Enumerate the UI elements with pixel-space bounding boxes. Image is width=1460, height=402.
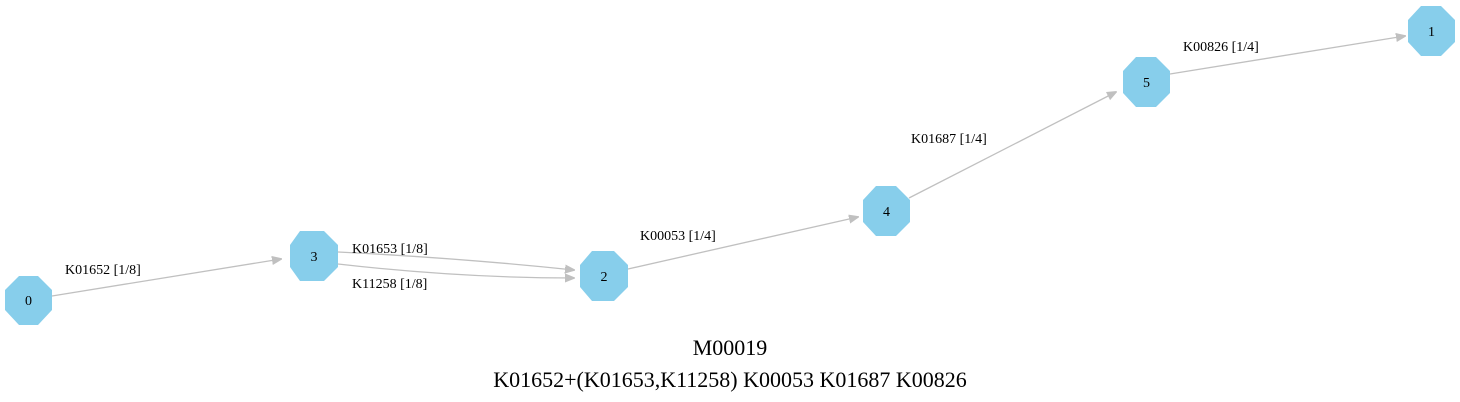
node-label-3: 3	[311, 250, 318, 265]
edge-label-5-1: K00826 [1/4]	[1183, 40, 1259, 55]
node-3: 3	[290, 231, 338, 281]
edge-label-4-5: K01687 [1/4]	[911, 132, 987, 147]
edge-label-2-4: K00053 [1/4]	[640, 229, 716, 244]
node-2: 2	[580, 251, 628, 301]
module-id: M00019	[692, 335, 768, 360]
edge-3-2-a	[337, 251, 574, 270]
node-label-2: 2	[601, 270, 608, 285]
node-label-4: 4	[883, 205, 890, 220]
module-definition: K01652+(K01653,K11258) K00053 K01687 K00…	[493, 367, 967, 392]
edge-label-3-2-a: K01653 [1/8]	[352, 242, 428, 257]
edge-5-1	[1169, 36, 1405, 75]
pathway-graph: K01652 [1/8] K01653 [1/8] K11258 [1/8] K…	[5, 6, 1455, 325]
edge-label-0-3: K01652 [1/8]	[65, 263, 141, 278]
edge-0-3	[51, 259, 281, 297]
node-5: 5	[1123, 57, 1170, 107]
edge-2-4	[627, 217, 858, 270]
node-1: 1	[1408, 6, 1455, 56]
node-label-0: 0	[25, 294, 32, 309]
node-4: 4	[863, 186, 910, 236]
edge-4-5	[908, 92, 1116, 199]
edge-label-3-2-b: K11258 [1/8]	[352, 277, 427, 292]
node-0: 0	[5, 276, 52, 325]
node-label-1: 1	[1428, 25, 1435, 40]
node-label-5: 5	[1143, 76, 1150, 91]
edge-3-2-b	[337, 263, 574, 278]
